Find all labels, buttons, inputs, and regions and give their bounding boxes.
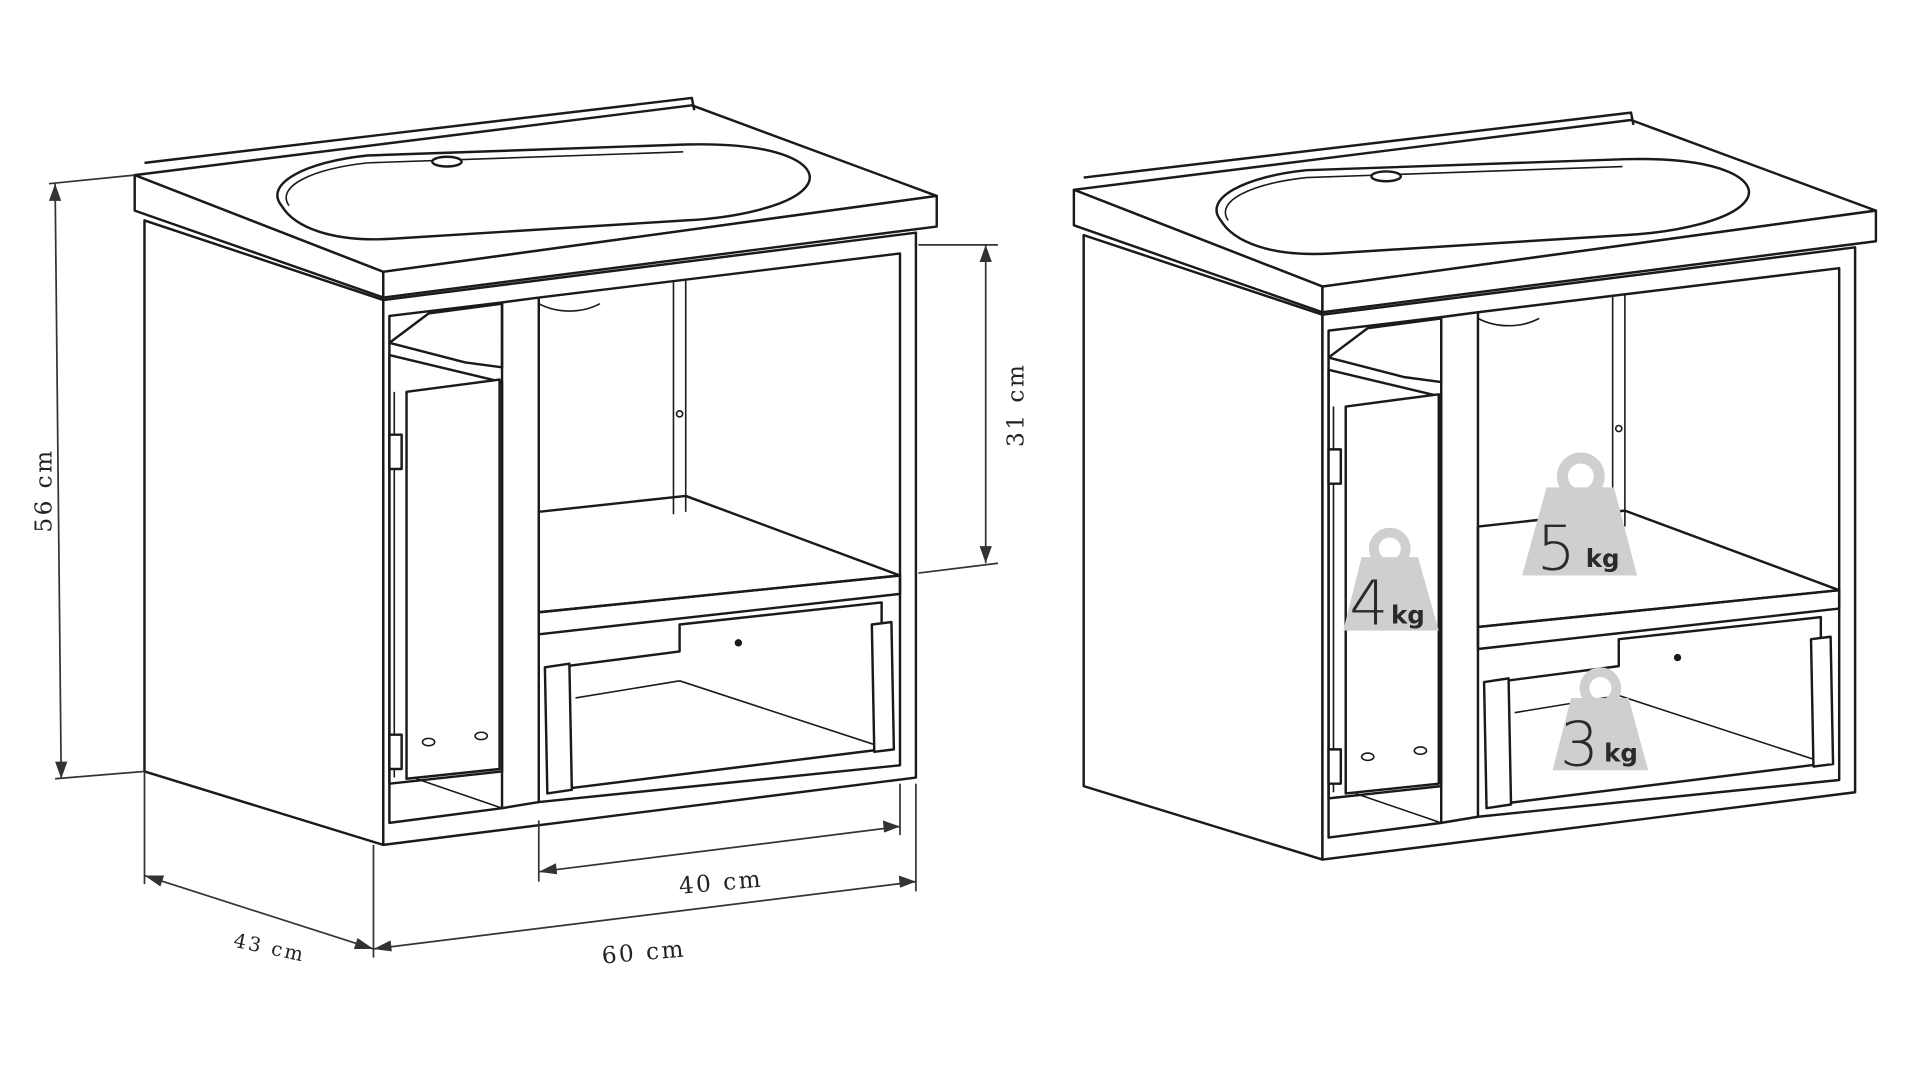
weight-badge-4kg: 4 kg bbox=[1343, 527, 1439, 639]
height-dimension: 56 cm bbox=[30, 174, 145, 780]
weight-badge-3kg: 3 kg bbox=[1552, 667, 1649, 780]
weight-value: 4 bbox=[1349, 568, 1388, 639]
weight-badge-5kg: 5 kg bbox=[1522, 452, 1638, 584]
cabinet-load-capacity-view: 4 kg 5 kg 3 kg bbox=[1072, 111, 1878, 861]
inner-height-dimension: 31 cm bbox=[918, 244, 1030, 574]
width-label: 60 cm bbox=[601, 935, 687, 969]
depth-label: 43 cm bbox=[232, 929, 308, 967]
weight-unit: kg bbox=[1586, 544, 1620, 573]
inner-width-label: 40 cm bbox=[678, 866, 764, 900]
inner-height-label: 31 cm bbox=[1003, 363, 1030, 447]
cabinet-dimensions-view: 56 cm 31 cm 40 cm 60 cm bbox=[30, 96, 1030, 970]
weight-unit: kg bbox=[1391, 600, 1425, 629]
height-label: 56 cm bbox=[30, 448, 57, 532]
weight-value: 5 bbox=[1537, 513, 1576, 584]
weight-unit: kg bbox=[1604, 739, 1638, 768]
weight-value: 3 bbox=[1560, 709, 1599, 780]
